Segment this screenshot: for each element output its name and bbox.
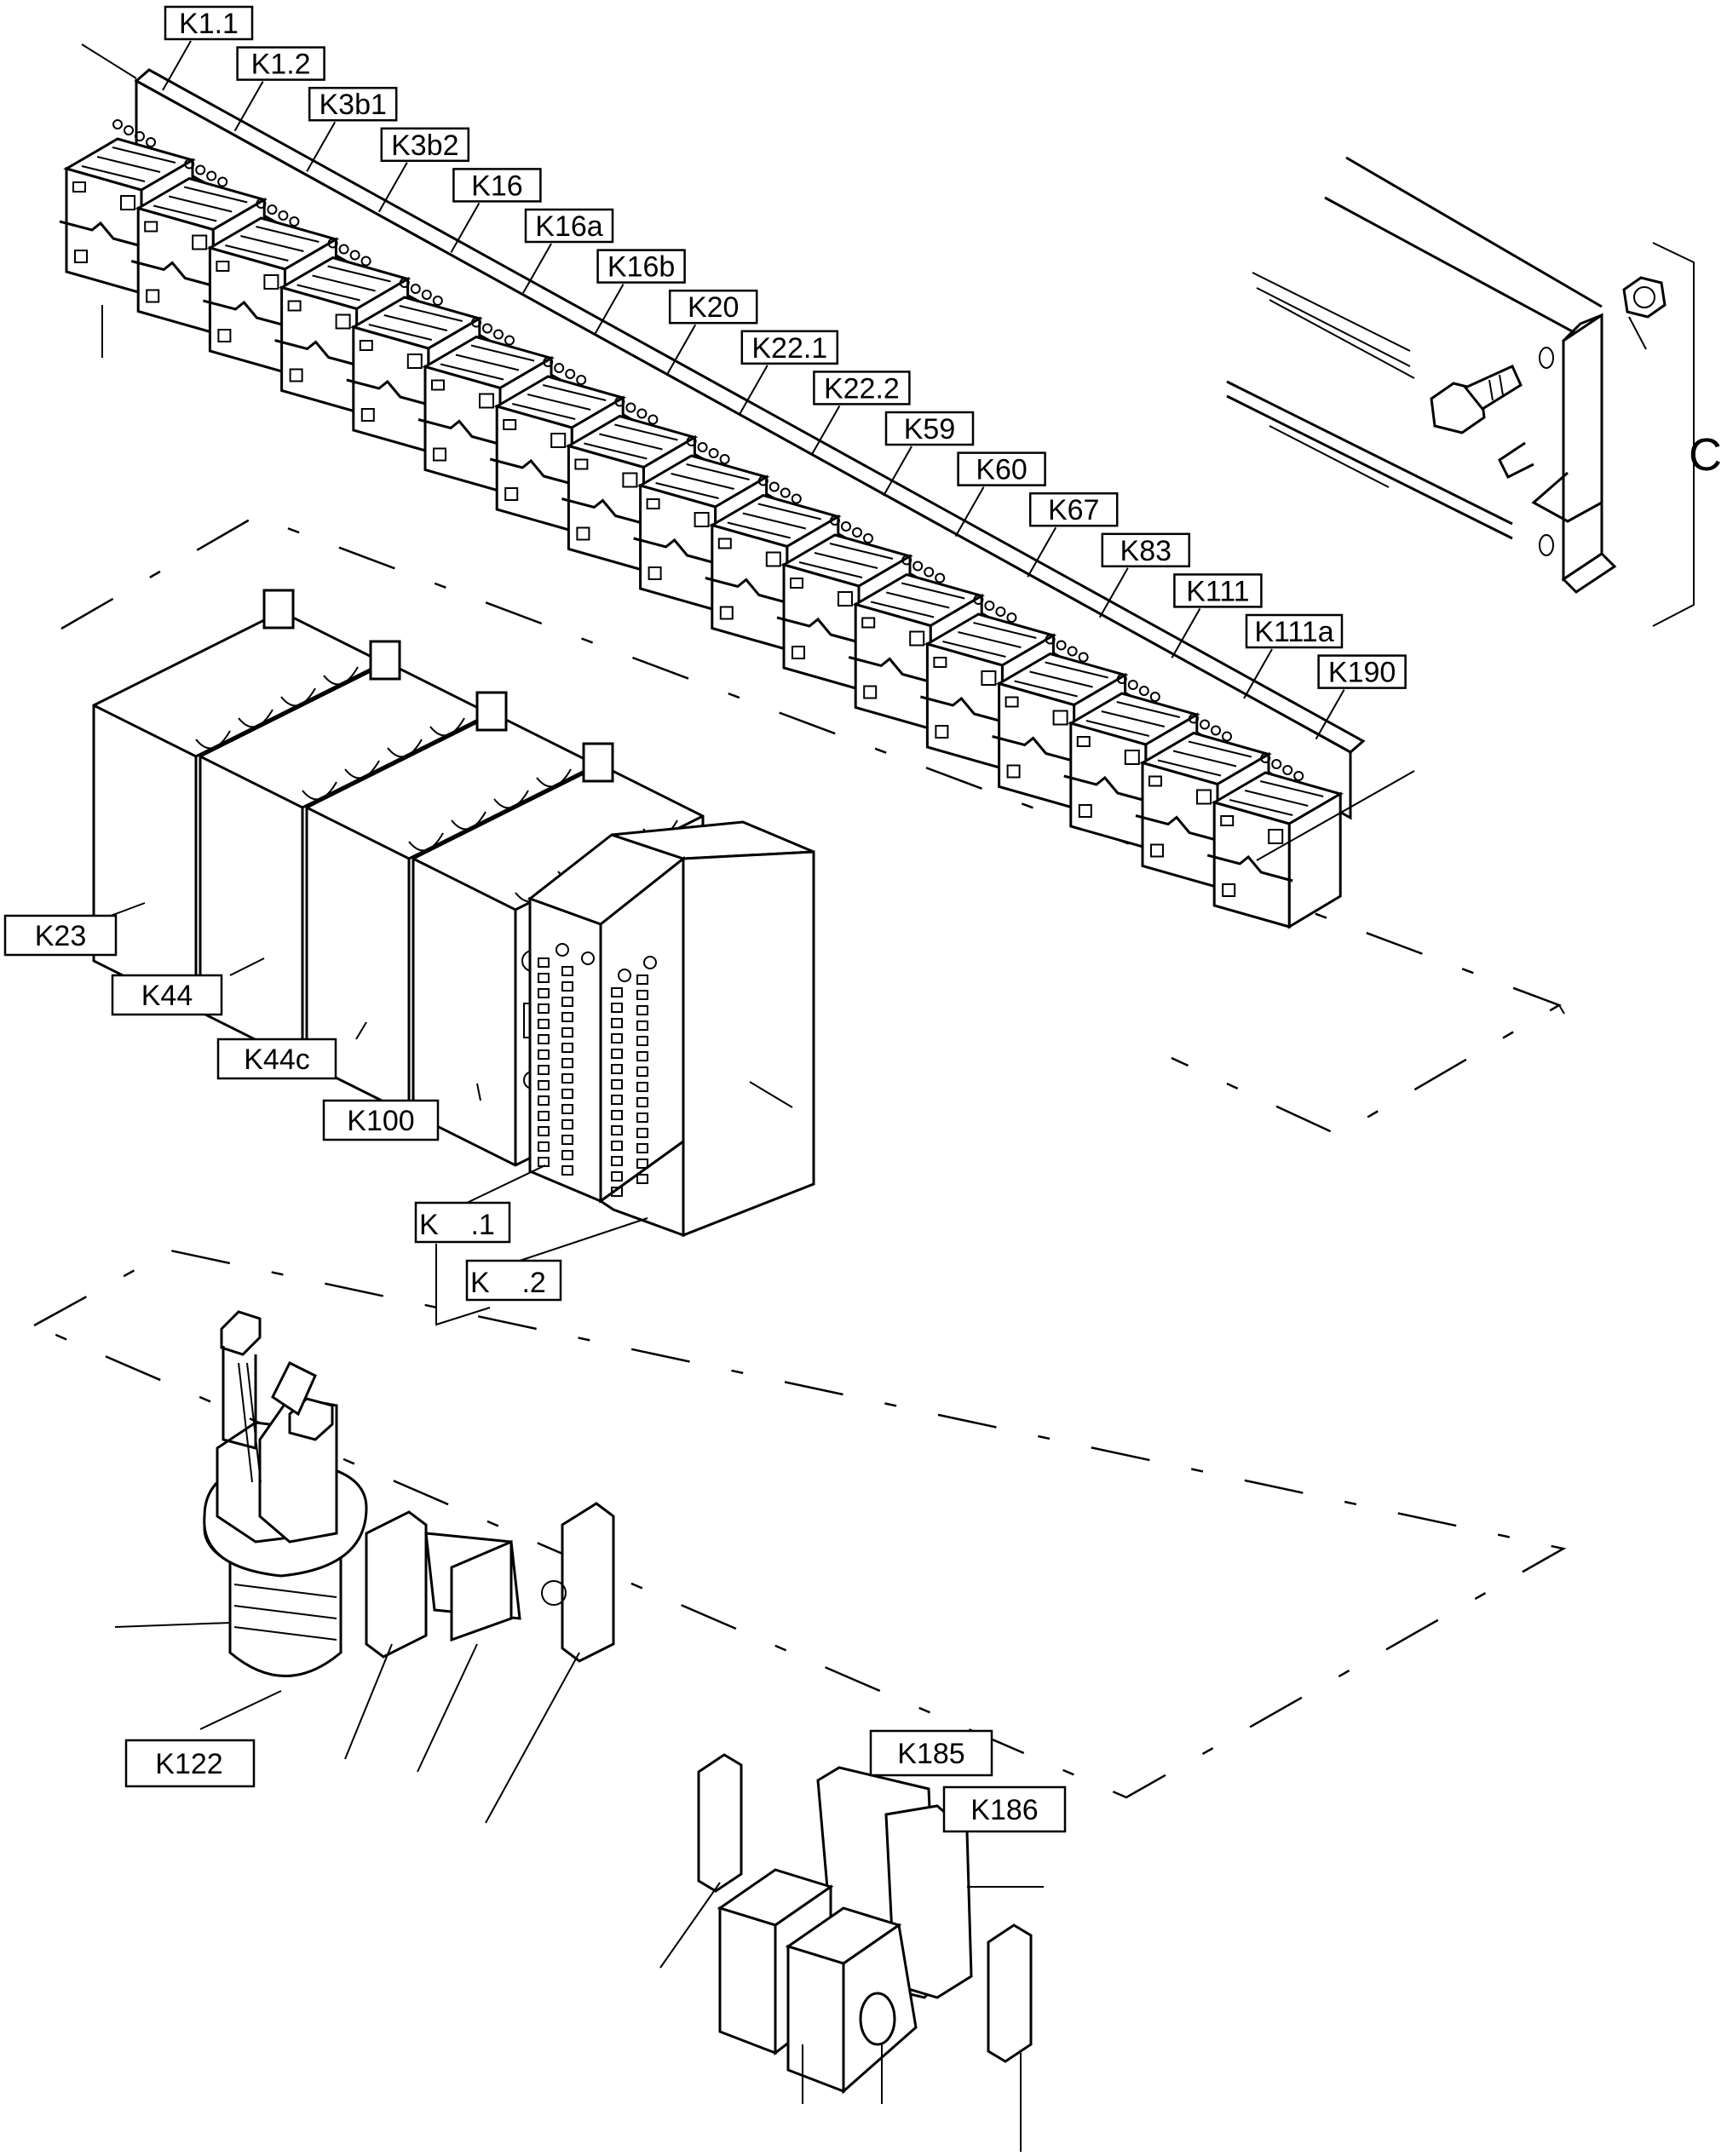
- strip-label-box-0: [164, 5, 254, 41]
- terminal-label: K44: [141, 980, 193, 1012]
- bottom-label-box-0: [869, 1729, 993, 1777]
- module-label-box-0: [414, 1201, 511, 1244]
- strip-label: K16a: [535, 210, 602, 243]
- strip-label: K3b1: [319, 89, 386, 121]
- strip-label-box-9: [813, 371, 911, 405]
- strip-label-box-8: [740, 330, 839, 365]
- module-label: K .2: [470, 1267, 546, 1299]
- strip-label: K67: [1048, 494, 1100, 526]
- strip-label-box-12: [1028, 492, 1119, 527]
- bottom-label-box-1: [942, 1785, 1067, 1833]
- bottom-label: K185: [897, 1738, 964, 1770]
- contactor-label-box: [124, 1739, 256, 1788]
- strip-label-box-14: [1173, 573, 1263, 608]
- assembly-outline-bottom: [33, 1249, 1567, 1799]
- terminal-label-box-2: [216, 1038, 337, 1080]
- strip-label-box-15: [1245, 613, 1344, 649]
- strip-label: K20: [688, 291, 740, 324]
- strip-label: K59: [904, 413, 956, 446]
- contactor-accessories: [344, 1502, 615, 1824]
- strip-label: K16: [471, 170, 523, 202]
- strip-label-box-4: [452, 168, 542, 203]
- strip-label: K111a: [1254, 616, 1333, 648]
- strip-label: K22.1: [751, 332, 827, 365]
- module-label: K .1: [419, 1209, 495, 1241]
- strip-label: K190: [1328, 657, 1396, 689]
- detail-c-bracket: [1226, 156, 1617, 594]
- contactor: [114, 1310, 368, 1730]
- strip-label-box-11: [957, 451, 1046, 486]
- relay-17: [1206, 753, 1344, 929]
- terminal-label: K23: [35, 920, 87, 952]
- strip-label-box-5: [524, 208, 614, 244]
- detail-c-label: C: [1689, 429, 1722, 480]
- strip-label-box-1: [236, 46, 325, 81]
- terminal-label-box-3: [322, 1099, 440, 1141]
- strip-label-box-13: [1101, 532, 1191, 568]
- strip-label-box-7: [668, 289, 758, 325]
- strip-label-box-3: [380, 127, 470, 163]
- strip-label: K111: [1186, 575, 1249, 607]
- relay-10: [705, 475, 842, 653]
- nut: [1622, 276, 1667, 350]
- relay-4: [274, 238, 412, 415]
- strip-label: K60: [976, 454, 1028, 486]
- strip-label: K22.2: [824, 372, 900, 405]
- strip-label: K16b: [607, 251, 675, 284]
- strip-label: K1.2: [251, 49, 311, 81]
- module-label-box-1: [465, 1259, 562, 1302]
- terminal-label-box-0: [3, 914, 118, 957]
- bottom-relay-assembly: [659, 1753, 1044, 2152]
- strip-label: K83: [1120, 535, 1172, 567]
- bottom-label: K186: [970, 1794, 1038, 1826]
- strip-label-box-2: [308, 86, 398, 122]
- relay-row: [59, 119, 1344, 929]
- strip-label-box-6: [596, 249, 686, 284]
- relay-strip-labels: K1.1K1.2K3b1K3b2K16K16aK16bK20K22.1K22.2…: [101, 5, 1415, 861]
- assembly-outline-middle: [60, 515, 1565, 1136]
- relay-module: [527, 820, 815, 1238]
- bolt: [1430, 365, 1523, 434]
- detail-c-bracket-outline: [1652, 242, 1695, 627]
- contactor-label: K122: [155, 1748, 222, 1780]
- terminal-label-box-1: [111, 974, 223, 1016]
- strip-label-box-16: [1317, 654, 1407, 689]
- strip-label-box-10: [884, 411, 975, 446]
- strip-label: K3b2: [391, 129, 458, 162]
- terminal-label: K44c: [244, 1044, 310, 1076]
- strip-label: K1.1: [179, 8, 239, 40]
- relay-module-pins: K .1 K .2: [414, 943, 657, 1326]
- terminal-label: K100: [347, 1105, 414, 1137]
